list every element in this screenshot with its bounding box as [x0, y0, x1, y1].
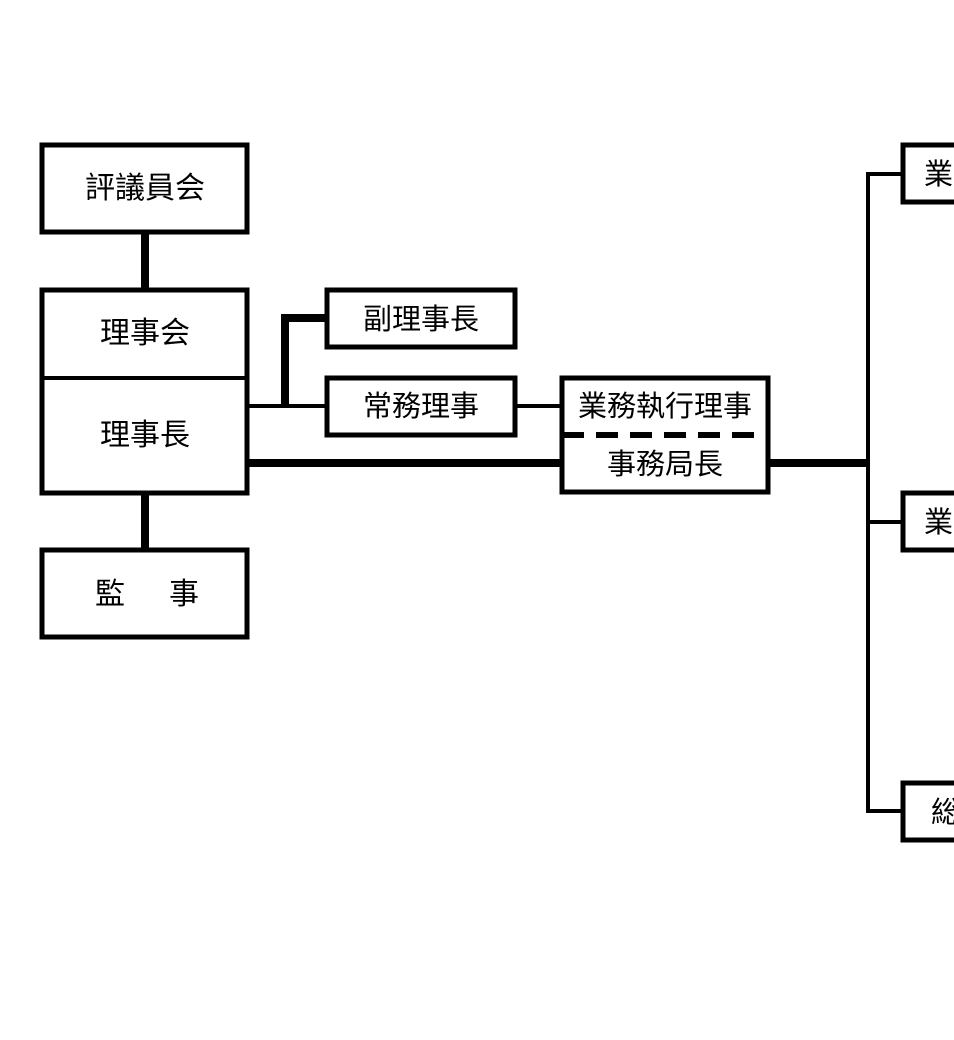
node-branch-3-label: 総	[931, 795, 954, 829]
node-auditor-label-right: 事	[169, 577, 199, 612]
node-executive-secretariat: 業務執行理事 事務局長	[559, 375, 771, 495]
node-branch-2-label: 業	[924, 505, 953, 539]
node-branch-2: 業	[900, 490, 954, 553]
node-board-label: 理事会	[100, 316, 190, 351]
node-board-chairman: 理事会 理事長	[39, 287, 250, 496]
node-auditor: 監 事	[39, 547, 250, 640]
node-auditor-label-left: 監	[95, 577, 125, 612]
node-council-label: 評議員会	[85, 171, 205, 206]
node-branch-1-label: 業	[924, 157, 953, 191]
connector-vice-chairman	[281, 314, 327, 406]
node-vice-chairman-label: 副理事長	[363, 302, 479, 336]
node-branch-3: 総	[900, 780, 954, 843]
node-branch-1: 業	[900, 142, 954, 205]
node-executive-director-label: 業務執行理事	[578, 389, 752, 423]
node-managing-director-label: 常務理事	[363, 389, 479, 423]
node-secretariat-head-label: 事務局長	[607, 447, 723, 481]
node-managing-director: 常務理事	[324, 375, 518, 438]
node-vice-chairman: 副理事長	[324, 287, 518, 350]
node-council: 評議員会	[39, 142, 250, 235]
node-chairman-label: 理事長	[100, 418, 190, 453]
